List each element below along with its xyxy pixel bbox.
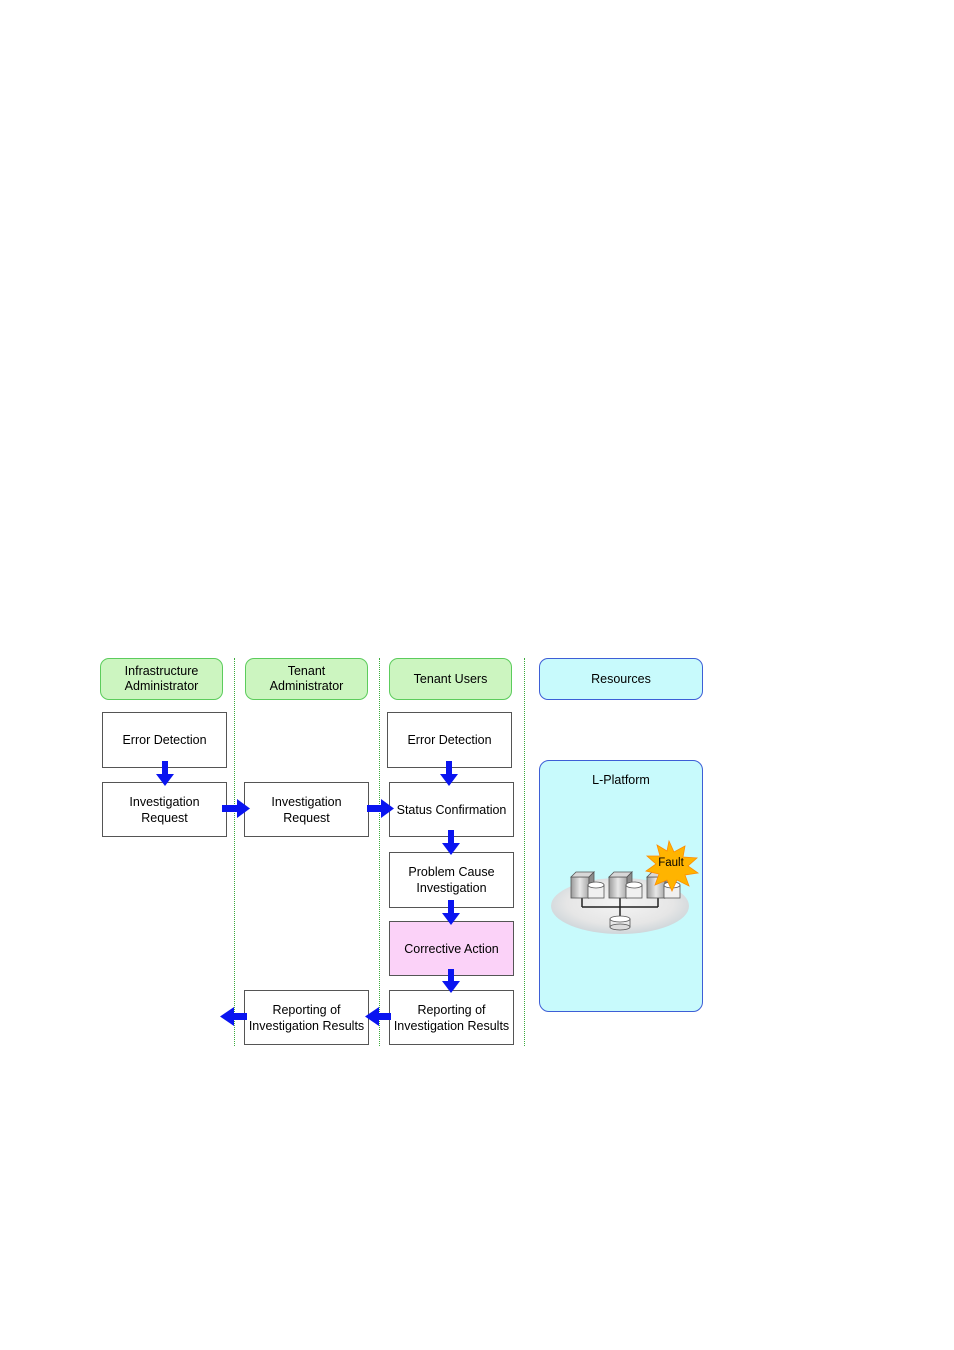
step-users-error-detection: Error Detection bbox=[387, 712, 512, 768]
lane-divider bbox=[234, 658, 235, 1046]
step-users-problem-cause: Problem Cause Investigation bbox=[389, 852, 514, 908]
lane-tenant-users: Tenant Users bbox=[389, 658, 512, 700]
l-platform-label: L-Platform bbox=[592, 773, 650, 787]
arrow-down-icon bbox=[442, 969, 460, 993]
arrow-left-icon bbox=[220, 1007, 247, 1026]
lane-infrastructure-administrator: Infrastructure Administrator bbox=[100, 658, 223, 700]
arrow-down-icon bbox=[156, 761, 174, 786]
arrow-left-icon bbox=[365, 1007, 391, 1026]
network-lines bbox=[581, 897, 659, 920]
arrow-right-icon bbox=[222, 799, 250, 818]
arrow-right-icon bbox=[367, 799, 394, 818]
lane-divider bbox=[379, 658, 380, 1046]
storage-icon bbox=[609, 915, 631, 931]
step-tenant-admin-investigation-request: Investigation Request bbox=[244, 782, 369, 837]
lane-tenant-administrator: Tenant Administrator bbox=[245, 658, 368, 700]
arrow-down-icon bbox=[442, 900, 460, 925]
server-icon bbox=[608, 871, 643, 899]
arrow-down-icon bbox=[440, 761, 458, 786]
step-infra-error-detection: Error Detection bbox=[102, 712, 227, 768]
server-icon bbox=[570, 871, 605, 899]
lane-divider bbox=[524, 658, 525, 1046]
fault-burst-icon bbox=[645, 839, 700, 892]
step-users-reporting: Reporting of Investigation Results bbox=[389, 990, 514, 1045]
fault-label: Fault bbox=[658, 857, 684, 869]
lane-resources: Resources bbox=[539, 658, 703, 700]
step-users-corrective-action: Corrective Action bbox=[389, 921, 514, 976]
step-tenant-admin-reporting: Reporting of Investigation Results bbox=[244, 990, 369, 1045]
arrow-down-icon bbox=[442, 830, 460, 855]
